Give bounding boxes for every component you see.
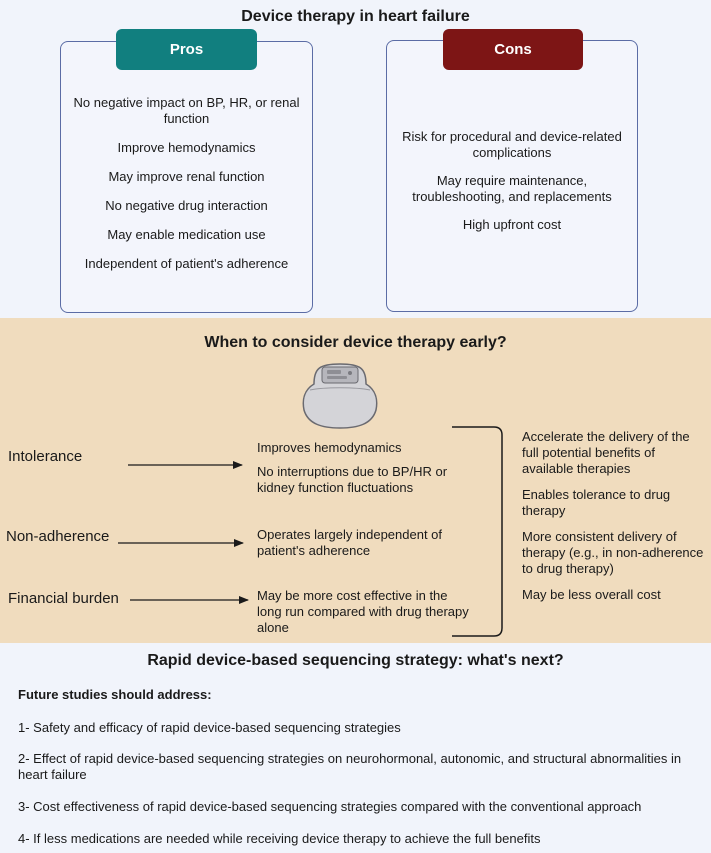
result-item: More consistent delivery of therapy (e.g… [522, 529, 704, 576]
pros-item: No negative drug interaction [105, 198, 268, 213]
reason-intolerance: Intolerance [8, 448, 83, 465]
pros-item: May enable medication use [107, 227, 266, 242]
future-study-item: 4- If less medications are needed while … [18, 831, 541, 846]
cons-card [386, 40, 638, 312]
cons-list: Risk for procedural and device-related c… [390, 129, 634, 245]
cons-item: May require maintenance, troubleshooting… [412, 173, 612, 204]
cons-item: High upfront cost [462, 217, 562, 232]
section-title-device-therapy: Device therapy in heart failure [241, 8, 470, 25]
pros-item: No negative impact on BP, HR, or renal f… [73, 95, 300, 126]
pros-label: Pros [116, 29, 257, 70]
result-item: Enables tolerance to drug therapy [522, 487, 671, 518]
reason-non-adherence: Non-adherence [6, 528, 110, 545]
future-studies-heading: Future studies should address: [18, 687, 212, 702]
device-benefit: Operates largely independent of patient'… [257, 527, 443, 558]
result-item: May be less overall cost [522, 587, 661, 602]
future-study-item: 2- Effect of rapid device-based sequenci… [18, 751, 682, 782]
pros-card [60, 41, 313, 313]
pros-item: Independent of patient's adherence [84, 256, 289, 271]
pros-list: No negative impact on BP, HR, or renal f… [64, 95, 309, 285]
device-benefit: May be more cost effective in the long r… [257, 588, 469, 635]
device-benefit: No interruptions due to BP/HR or kidney … [257, 464, 448, 495]
future-study-item: 1- Safety and efficacy of rapid device-b… [18, 720, 401, 735]
results-bracket [452, 426, 503, 637]
reason-financial-burden: Financial burden [8, 590, 119, 607]
future-study-item: 3- Cost effectiveness of rapid device-ba… [18, 799, 642, 814]
section-title-whats-next: Rapid device-based sequencing strategy: … [147, 652, 564, 669]
cons-item: Risk for procedural and device-related c… [402, 129, 622, 160]
whats-next-section [0, 643, 711, 853]
pros-item: May improve renal function [108, 169, 265, 184]
section-title-when-to-consider: When to consider device therapy early? [204, 334, 507, 351]
cons-label: Cons [443, 29, 583, 70]
device-benefit: Improves hemodynamics [257, 440, 402, 455]
result-item: Accelerate the delivery of the full pote… [522, 429, 690, 476]
pacemaker-device-icon [302, 363, 378, 429]
results-list: Accelerate the delivery of the full pote… [522, 429, 708, 613]
pros-item: Improve hemodynamics [117, 140, 256, 155]
